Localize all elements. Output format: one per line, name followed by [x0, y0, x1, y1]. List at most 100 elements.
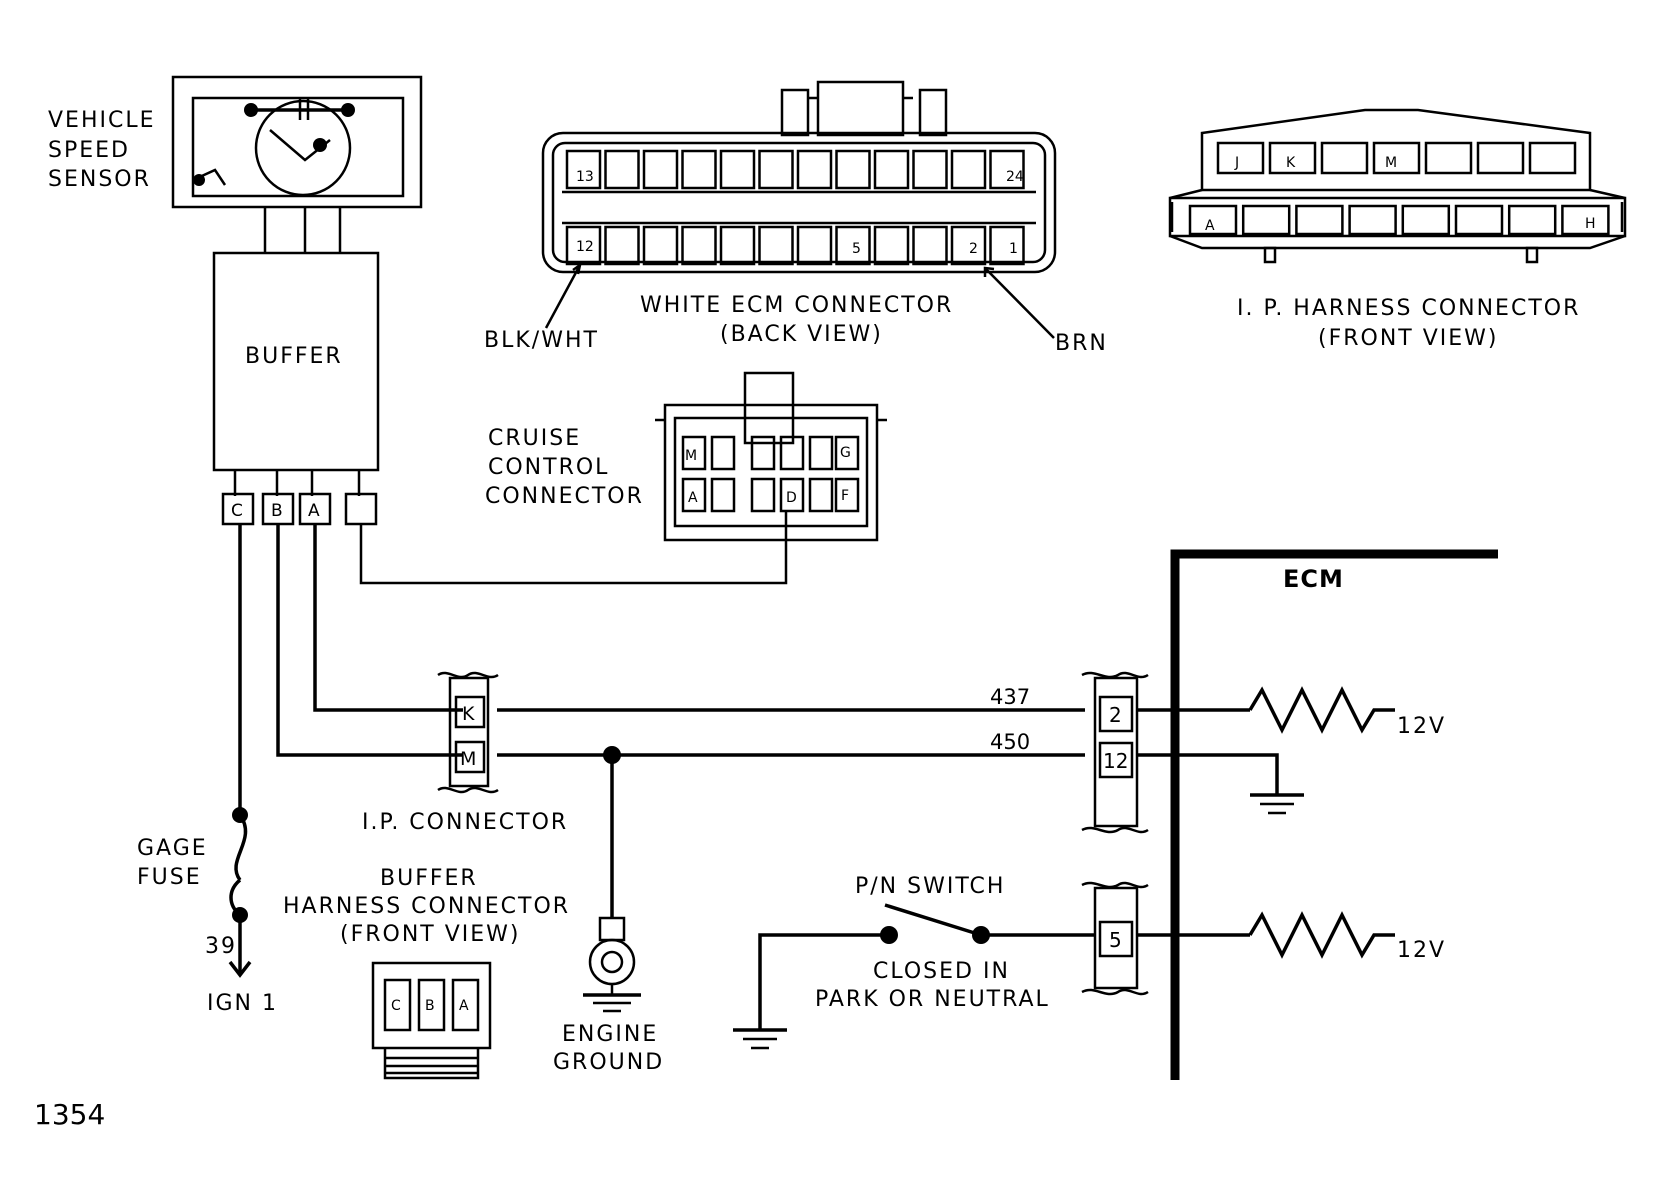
- engine-ground-label-line2: GROUND: [553, 1050, 664, 1075]
- ip-harness-top-cavity: [1372, 141, 1421, 175]
- ip-harness-bottom-cavity: [1348, 204, 1397, 236]
- brn-label: BRN: [1055, 331, 1108, 356]
- ip-harness-pin-j: J: [1234, 155, 1239, 171]
- ecm-label: ECM: [1283, 565, 1344, 593]
- ip-harness-bottom-cavity: [1401, 204, 1451, 236]
- blk-wht-label: BLK/WHT: [484, 328, 599, 353]
- circuit-wires: 437 450: [238, 510, 1085, 918]
- ip-harness-label-line1: I. P. HARNESS CONNECTOR: [1237, 296, 1580, 321]
- white-ecm-bottom-row: [565, 225, 1025, 266]
- white-ecm-top-row: [565, 149, 1025, 190]
- white-ecm-label-line2: (BACK VIEW): [720, 322, 883, 347]
- ign-circuit-number: 39: [205, 934, 237, 959]
- pn-switch: P/N SWITCH CLOSED IN PARK OR NEUTRAL: [733, 874, 1095, 1050]
- white-ecm-bottom-cavity: [873, 225, 910, 266]
- ip-harness-pin-a: A: [1205, 218, 1215, 234]
- white-ecm-bottom-cavity: [719, 225, 756, 266]
- ip-harness-top-cavity: [1216, 141, 1265, 175]
- ip-harness-top-cavity: [1320, 141, 1369, 175]
- vss-label-line3: SENSOR: [48, 167, 151, 192]
- vss-label-line2: SPEED: [48, 138, 130, 163]
- gage-fuse-label-line2: FUSE: [137, 865, 202, 890]
- white-ecm-top-cavity: [642, 149, 679, 190]
- ip-harness-pin-k: K: [1286, 155, 1296, 171]
- buffer-pin-c: C: [231, 501, 243, 521]
- ip-harness-pin-m: M: [1385, 155, 1397, 171]
- buffer-harness-pin-c: C: [391, 998, 401, 1014]
- engine-ground-label-line1: ENGINE: [562, 1022, 658, 1047]
- ip-harness-top-row: [1216, 141, 1577, 175]
- ign-label: IGN 1: [207, 991, 278, 1016]
- cruise-control-connector: M G A D F CRUISE CONTROL CONNECTOR: [485, 371, 887, 542]
- buffer-harness-connector: BUFFER HARNESS CONNECTOR (FRONT VIEW) C …: [283, 866, 570, 1080]
- wire-437-label: 437: [990, 685, 1030, 709]
- cruise-pin-m: M: [685, 448, 697, 464]
- white-ecm-bottom-cavity: [835, 225, 871, 266]
- white-ecm-bottom-cavity: [681, 225, 717, 266]
- white-ecm-pin-12: 12: [576, 239, 594, 255]
- cruise-label-line2: CONTROL: [488, 455, 609, 480]
- ip-harness-top-cavity: [1424, 141, 1473, 175]
- white-ecm-pin-24: 24: [1006, 169, 1024, 185]
- figure-number: 1354: [34, 1098, 105, 1131]
- ecm-pin-5: 5: [1109, 928, 1122, 952]
- ip-harness-bottom-cavity: [1188, 204, 1238, 236]
- splice-dot: [603, 746, 621, 764]
- white-ecm-top-cavity: [758, 149, 794, 190]
- white-ecm-bottom-cavity: [758, 225, 794, 266]
- white-ecm-bottom-cavity: [604, 225, 640, 266]
- ip-harness-label-line2: (FRONT VIEW): [1318, 326, 1499, 351]
- white-ecm-bottom-cavity: [565, 225, 602, 266]
- vss-label-line1: VEHICLE: [48, 108, 156, 133]
- gage-fuse-label-line1: GAGE: [137, 836, 208, 861]
- cruise-pin-g: G: [840, 445, 851, 461]
- ip-connector-label: I.P. CONNECTOR: [362, 810, 568, 835]
- white-ecm-top-cavity: [989, 149, 1025, 190]
- white-ecm-top-cavity: [873, 149, 910, 190]
- cruise-label-line3: CONNECTOR: [485, 484, 644, 509]
- buffer-pin-a: A: [308, 501, 320, 521]
- ip-pin-k: K: [462, 703, 475, 725]
- buffer-harness-label-line2: HARNESS CONNECTOR: [283, 894, 570, 919]
- ip-pin-m: M: [460, 748, 476, 770]
- white-ecm-top-cavity: [912, 149, 948, 190]
- ip-harness-top-cavity: [1476, 141, 1525, 175]
- white-ecm-pin-13: 13: [576, 169, 594, 185]
- white-ecm-top-cavity: [604, 149, 640, 190]
- white-ecm-top-cavity: [719, 149, 756, 190]
- ip-connector: K M I.P. CONNECTOR: [362, 671, 568, 835]
- ip-harness-connector: J K M A H I. P. HARNESS CONNECTOR (FRONT…: [1168, 108, 1627, 351]
- pn-switch-state-line1: CLOSED IN: [873, 959, 1010, 984]
- buffer-pin-c-box: [221, 492, 255, 526]
- white-ecm-pin-5: 5: [852, 241, 861, 257]
- ip-harness-pin-h: H: [1585, 216, 1596, 232]
- white-ecm-label-line1: WHITE ECM CONNECTOR: [640, 293, 953, 318]
- buffer-harness-label-line3: (FRONT VIEW): [340, 922, 521, 947]
- buffer-pin-b: B: [271, 501, 283, 521]
- white-ecm-pin-1: 1: [1009, 241, 1018, 257]
- buffer-module: BUFFER C B A: [212, 251, 380, 526]
- buffer-harness-pin-a: A: [459, 998, 469, 1014]
- white-ecm-bottom-cavity: [796, 225, 833, 266]
- ip-harness-bottom-row: [1188, 204, 1610, 236]
- ip-harness-bottom-cavity: [1561, 204, 1610, 236]
- ip-harness-top-cavity: [1268, 141, 1317, 175]
- voltage-label-top: 12V: [1397, 714, 1446, 739]
- ecm-pin-2: 2: [1109, 703, 1122, 727]
- ip-harness-bottom-cavity: [1507, 204, 1557, 236]
- engine-ground: ENGINE GROUND: [553, 916, 664, 1075]
- ip-harness-bottom-cavity: [1295, 204, 1344, 236]
- cruise-label-line1: CRUISE: [488, 426, 581, 451]
- pn-switch-state-line2: PARK OR NEUTRAL: [815, 987, 1050, 1012]
- cruise-pin-a: A: [688, 490, 698, 506]
- white-ecm-top-cavity: [796, 149, 833, 190]
- pn-switch-label: P/N SWITCH: [855, 874, 1005, 899]
- vehicle-speed-sensor: VEHICLE SPEED SENSOR: [48, 75, 423, 253]
- buffer-label: BUFFER: [245, 344, 343, 369]
- buffer-harness-pin-b: B: [425, 998, 435, 1014]
- white-ecm-bottom-cavity: [950, 225, 987, 266]
- wire-450-label: 450: [990, 730, 1030, 754]
- cruise-pin-d: D: [786, 490, 797, 506]
- white-ecm-top-cavity: [681, 149, 717, 190]
